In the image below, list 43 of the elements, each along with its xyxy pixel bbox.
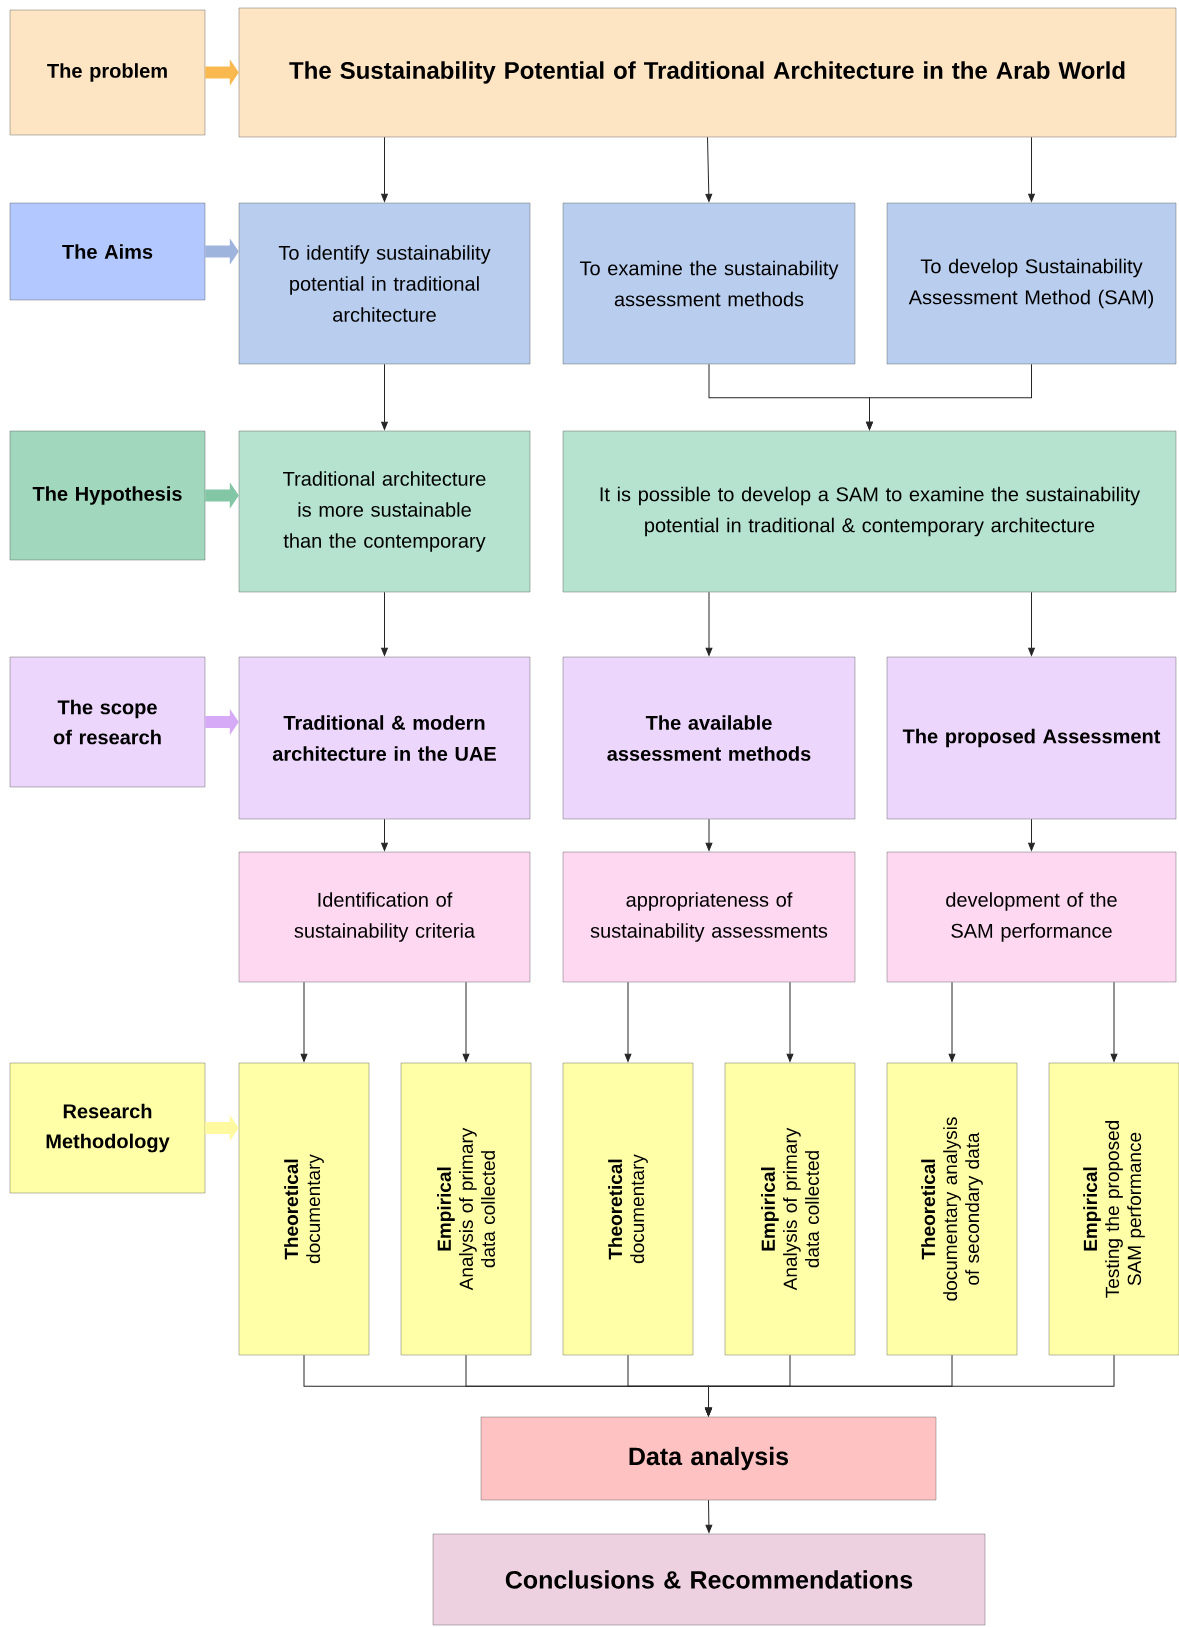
- arrow: [705, 818, 713, 851]
- title-box: The Sustainability Potential of Traditional Architecture in the Arab World: [238, 7, 1177, 138]
- arrow: [786, 981, 794, 1062]
- process-box: The proposed Assessment: [886, 656, 1177, 820]
- row-label-box: Research Methodology: [9, 1062, 206, 1194]
- method-box: Empirical Analysis of primary data collected: [724, 1062, 856, 1356]
- arrow: [300, 981, 308, 1062]
- process-box: Traditional architecture is more sustainable than the contemporary: [238, 430, 531, 593]
- arrow: [705, 591, 713, 656]
- arrow: [381, 591, 388, 656]
- process-box: appropriateness of sustainability assessments: [562, 851, 856, 983]
- process-box: Conclusions & Recommendations: [432, 1533, 986, 1626]
- arrow: [381, 136, 388, 202]
- arrow: [948, 981, 956, 1062]
- process-box: To develop Sustainability Assessment Method (SAM): [886, 202, 1177, 365]
- arrow: [705, 136, 713, 202]
- arrow: [381, 363, 388, 430]
- arrow: [1028, 591, 1035, 656]
- method-box: Theoretical documentary: [238, 1062, 370, 1356]
- process-box: Traditional & modern architecture in the UAE: [238, 656, 531, 820]
- arrow: [705, 1354, 1115, 1416]
- arrow: [866, 363, 1032, 430]
- arrow: [1110, 981, 1118, 1062]
- process-box: development of the SAM performance: [886, 851, 1177, 983]
- process-box: To examine the sustainability assessment methods: [562, 202, 856, 365]
- arrow: [705, 1499, 713, 1533]
- method-box: Theoretical documentary: [562, 1062, 694, 1356]
- row-label-box: The scope of research: [9, 656, 206, 788]
- row-label-box: The Hypothesis: [9, 430, 206, 561]
- arrow: [1028, 136, 1035, 202]
- method-box: Empirical Analysis of primary data collected: [400, 1062, 532, 1356]
- method-box: Empirical Testing the proposed SAM performance: [1048, 1062, 1179, 1356]
- row-label-box: The Aims: [9, 202, 206, 301]
- arrow: [462, 981, 470, 1062]
- row-label-box: The problem: [9, 9, 206, 136]
- process-box: To identify sustainability potential in traditional architecture: [238, 202, 531, 365]
- process-box: It is possible to develop a SAM to examine the sustainability potential in traditional & contemporary architecture: [562, 430, 1177, 593]
- process-box: The available assessment methods: [562, 656, 856, 820]
- arrow: [1028, 818, 1035, 851]
- process-box: Data analysis: [480, 1416, 937, 1501]
- arrow: [624, 981, 632, 1062]
- process-box: Identification of sustainability criteria: [238, 851, 531, 983]
- arrow: [381, 818, 388, 851]
